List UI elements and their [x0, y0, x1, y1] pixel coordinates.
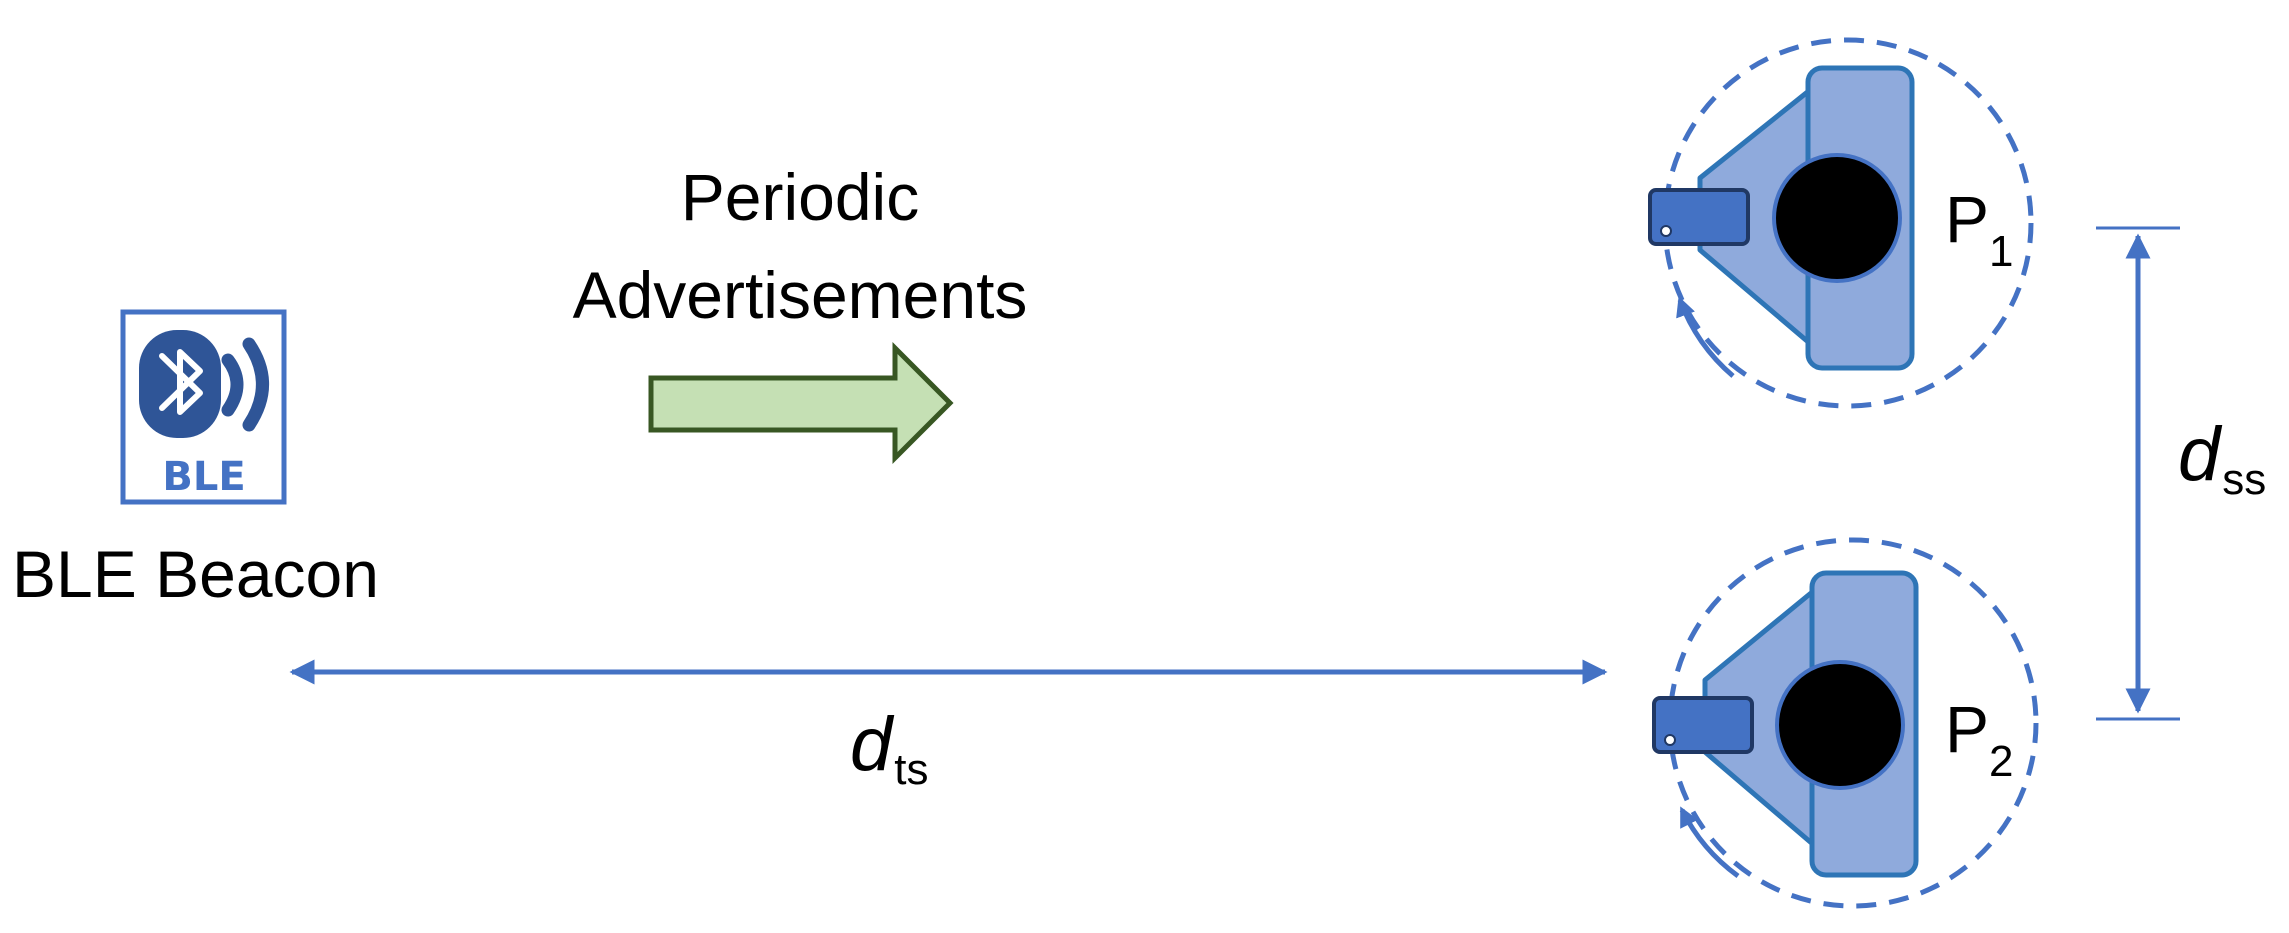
signal-wave-small-icon	[221, 353, 244, 417]
rotation-arrow-p2-icon	[1679, 806, 1740, 879]
head-p1	[1772, 153, 1902, 283]
head-p2	[1775, 660, 1905, 790]
wearable-device-p1	[1648, 188, 1750, 246]
right-arrow-icon	[648, 341, 954, 465]
distance-ts-subscript: ts	[894, 745, 928, 794]
signal-wave-large-icon	[242, 337, 269, 432]
device-led-p2	[1664, 734, 1676, 746]
distance-ss-subscript: ss	[2222, 455, 2266, 504]
bluetooth-icon	[139, 330, 269, 438]
ble-logo-text: BLE	[162, 454, 245, 500]
person-p1: P1	[1648, 37, 2034, 409]
advert-label-line2: Advertisements	[573, 258, 1028, 332]
distance-ss-label: dss	[2178, 412, 2266, 504]
person-label-p2: P2	[1945, 692, 2014, 786]
person-label-p1: P1	[1945, 182, 2014, 276]
beacon-caption: BLE Beacon	[12, 537, 379, 611]
rotation-arrow-p1-icon	[1676, 296, 1735, 378]
distance-ss-symbol: d	[2178, 412, 2223, 497]
distance-ts-label: dts	[850, 702, 929, 794]
distance-ts-symbol: d	[850, 702, 895, 787]
wearable-device-p2	[1652, 696, 1754, 754]
person-p2: P2	[1652, 537, 2039, 909]
device-led-p1	[1660, 225, 1672, 237]
ble-logo: BLE	[120, 309, 287, 505]
advert-label-line1: Periodic	[681, 160, 919, 234]
